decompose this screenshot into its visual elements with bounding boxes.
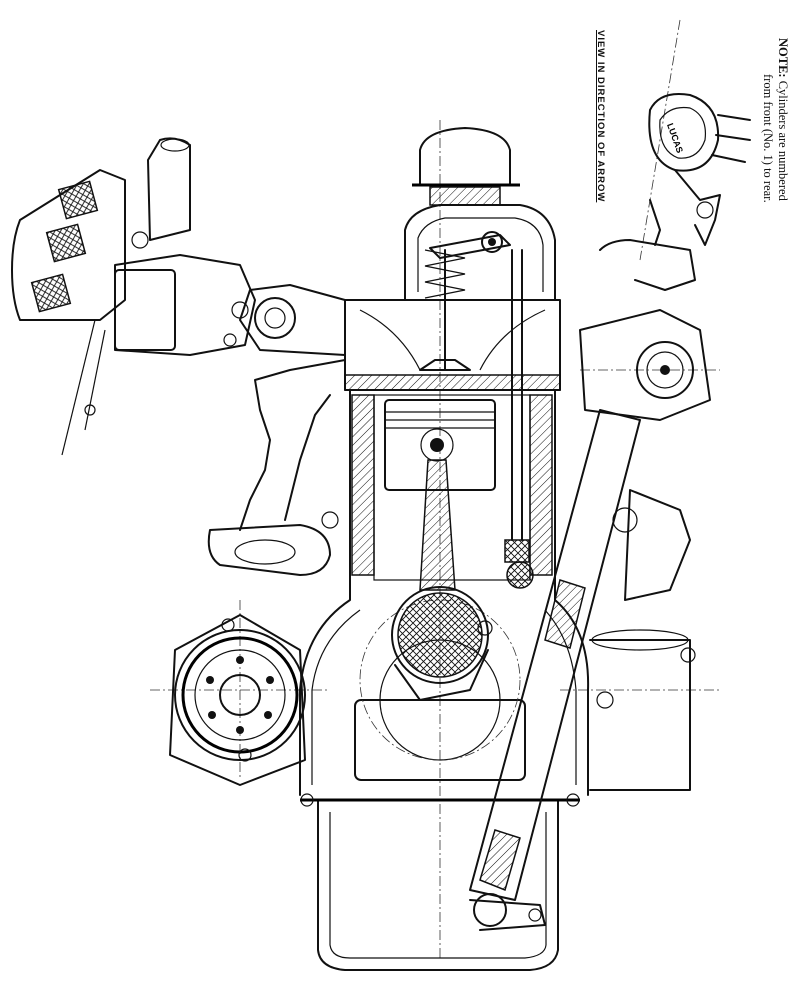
- note-line-2: from front (No. 1) to rear.: [761, 74, 775, 203]
- distributor-drive-shaft: [469, 409, 641, 931]
- oil-sump: [300, 793, 580, 971]
- cylinder-head: [344, 127, 561, 589]
- view-direction-label: VIEW IN DIRECTION OF ARROW: [595, 30, 606, 203]
- carburettor-assembly: [11, 137, 256, 456]
- dynamo-flange: [169, 614, 306, 786]
- oil-filter-and-fittings: [579, 239, 711, 791]
- note-line-1: Cylinders are numbered: [776, 80, 790, 201]
- note-heading: NOTE:: [776, 38, 790, 78]
- distributor-brand-label: LUCAS: [665, 122, 685, 155]
- distributor-detail: LUCAS: [648, 93, 751, 246]
- cylinder-numbering-note: NOTE: Cylinders are numbered from front …: [760, 38, 790, 203]
- intake-exhaust-manifold: [207, 284, 346, 576]
- piston-and-conrod: [384, 399, 496, 701]
